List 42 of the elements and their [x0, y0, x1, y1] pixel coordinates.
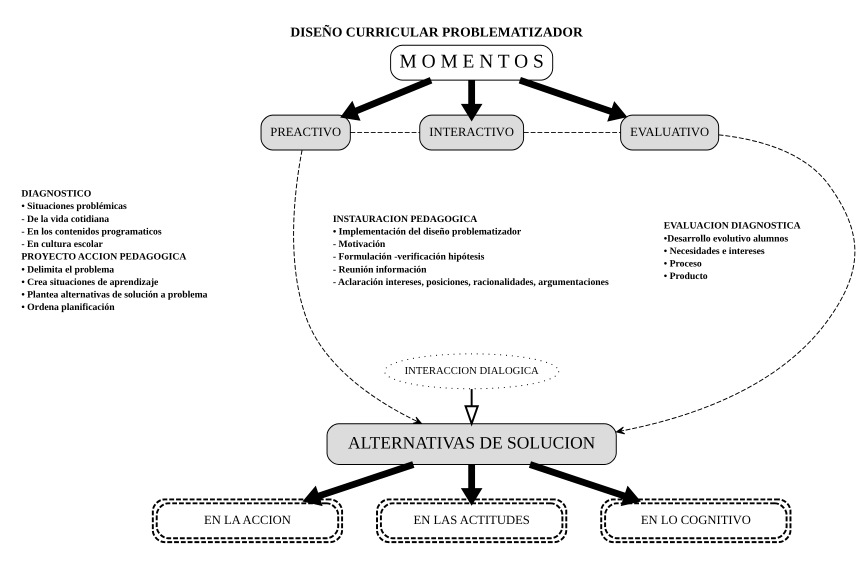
node-label: • Situaciones problémicas [21, 200, 127, 212]
node-label: PROYECTO ACCION PEDAGOGICA [21, 251, 186, 262]
node-label: • Plantea alternativas de solución a problema [21, 289, 208, 300]
node-label: DIAGNOSTICO [21, 188, 92, 200]
node-label: - En los contenidos programaticos [21, 226, 162, 237]
diagram-title: DISEÑO CURRICULAR PROBLEMATIZADOR [290, 24, 583, 40]
arrow [302, 460, 414, 506]
arrow [518, 76, 628, 122]
node-label: EVALUACION DIAGNOSTICA [664, 220, 801, 232]
node-box: EN LAS ACTITUDES [376, 498, 568, 543]
node-box: EN LO COGNITIVO [600, 498, 792, 543]
arrow [293, 149, 422, 424]
node-label: - Reunión información [332, 264, 427, 275]
node-box: ALTERNATIVAS DE SOLUCION [326, 422, 617, 464]
node-box: INTERACTIVO [419, 114, 524, 150]
node-label: •Desarrollo evolutivo alumnos [664, 232, 788, 244]
node-label: INSTAURACION PEDAGOGICA [332, 213, 478, 224]
node-label: - En cultura escolar [21, 238, 103, 250]
arrow [460, 464, 482, 506]
node-label: - Formulación -verificación hipótesis [332, 251, 484, 262]
node-label: - De la vida cotidiana [21, 213, 110, 224]
node-box: M O M E N T O S [390, 44, 554, 80]
node-label: - Motivación [332, 238, 386, 250]
node-box: EVALUATIVO [620, 114, 720, 150]
node-label: • Crea situaciones de aprendizaje [21, 276, 158, 288]
node-ellipse: INTERACCION DIALOGICA [384, 352, 560, 389]
node-box: EN LA ACCION [152, 498, 344, 543]
connector [350, 132, 420, 133]
arrow [464, 388, 480, 426]
node-box: PREACTIVO [260, 114, 351, 150]
node-label: • Ordena planificación [21, 302, 115, 313]
node-label: • Implementación del diseño problematizador [332, 226, 522, 237]
arrow [340, 76, 432, 120]
node-label: • Necesidades e intereses [664, 245, 765, 256]
arrow [528, 460, 641, 506]
node-label: • Producto [664, 270, 708, 282]
node-label: • Delimita el problema [21, 264, 114, 275]
node-label: - Aclaración intereses, posiciones, racionalidades, argumentaciones [332, 276, 609, 288]
connector [523, 132, 621, 133]
arrow [616, 134, 856, 434]
arrow [460, 80, 482, 121]
node-label: • Proceso [664, 258, 702, 269]
